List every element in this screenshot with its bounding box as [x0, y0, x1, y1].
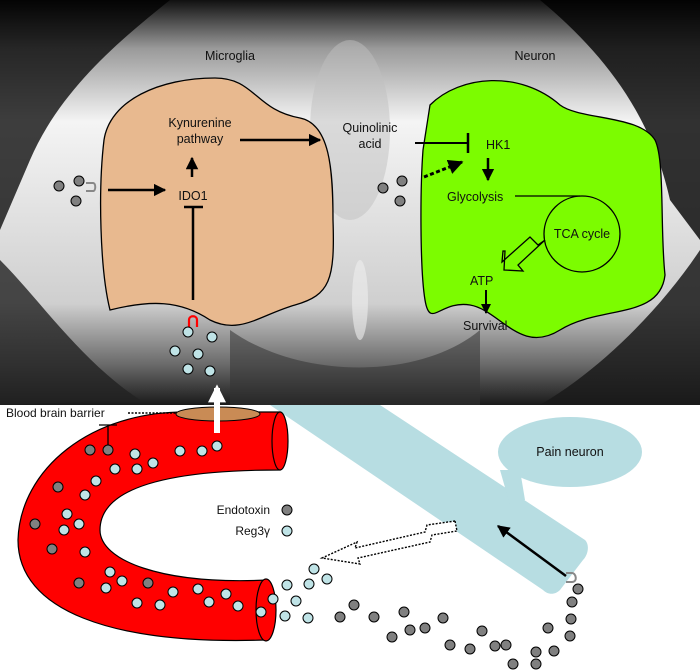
endotoxin-signal-arrow: [496, 524, 567, 578]
reg3g-receptor-icon: [187, 315, 199, 327]
legend-reg3g-swatch: [281, 525, 293, 537]
pain-neuron-neck: [500, 470, 525, 505]
reg3g-cluster-brain: [169, 326, 218, 377]
neuron-body: [420, 79, 666, 338]
microglia-cell: Microglia Kynurenine pathway IDO1: [99, 49, 335, 327]
quinolinic-acid-label-line1: Quinolinic: [343, 121, 398, 135]
reg3g-particles-released: [267, 563, 333, 624]
microglia-label: Microglia: [205, 49, 255, 63]
endotoxin-cluster-microglia: [53, 175, 85, 207]
pain-neuron-axon: [270, 405, 588, 594]
neuron-cell: Neuron HK1 Glycolysis TCA cycle ATP Surv…: [415, 49, 666, 338]
legend-endotoxin-label: Endotoxin: [217, 503, 270, 517]
endotoxin-to-hk1-dashed-arrow: [423, 159, 464, 179]
blood-brain-barrier-label: Blood brain barrier: [6, 406, 105, 420]
endotoxin-receptor-icon: [86, 182, 97, 192]
pain-neuron-label: Pain neuron: [536, 445, 603, 459]
survival-label: Survival: [463, 319, 507, 333]
endotoxin-cluster-neuron: [377, 175, 408, 207]
pain-neuron-soma: [498, 417, 642, 487]
blood-vessel-end: [271, 411, 289, 471]
legend-endotoxin-swatch: [281, 504, 293, 516]
ido1-label: IDO1: [178, 189, 207, 203]
endotoxin-particles-chain: [334, 583, 584, 670]
pain-neuron-receptor-icon: [566, 572, 577, 583]
endotoxin-particles-vessel: [29, 444, 154, 589]
legend: Endotoxin Reg3γ: [217, 503, 293, 538]
legend-reg3g-label: Reg3γ: [235, 524, 270, 538]
reg3g-release-dashed-arrow: [319, 520, 458, 565]
reg3g-particles-vessel: [58, 440, 267, 618]
quinolinic-acid-label-line2: acid: [359, 137, 382, 151]
atp-label: ATP: [470, 274, 493, 288]
glycolysis-label: Glycolysis: [447, 190, 503, 204]
tca-to-atp-hollow-arrow: [501, 236, 546, 272]
kynurenine-label-line2: pathway: [177, 132, 224, 146]
tca-cycle-circle: [543, 195, 621, 273]
neuron-label: Neuron: [515, 49, 556, 63]
pain-neuron: Pain neuron: [270, 405, 642, 594]
kynurenine-label-line1: Kynurenine: [168, 116, 231, 130]
tca-cycle-label: TCA cycle: [554, 227, 610, 241]
hk1-label: HK1: [486, 138, 510, 152]
